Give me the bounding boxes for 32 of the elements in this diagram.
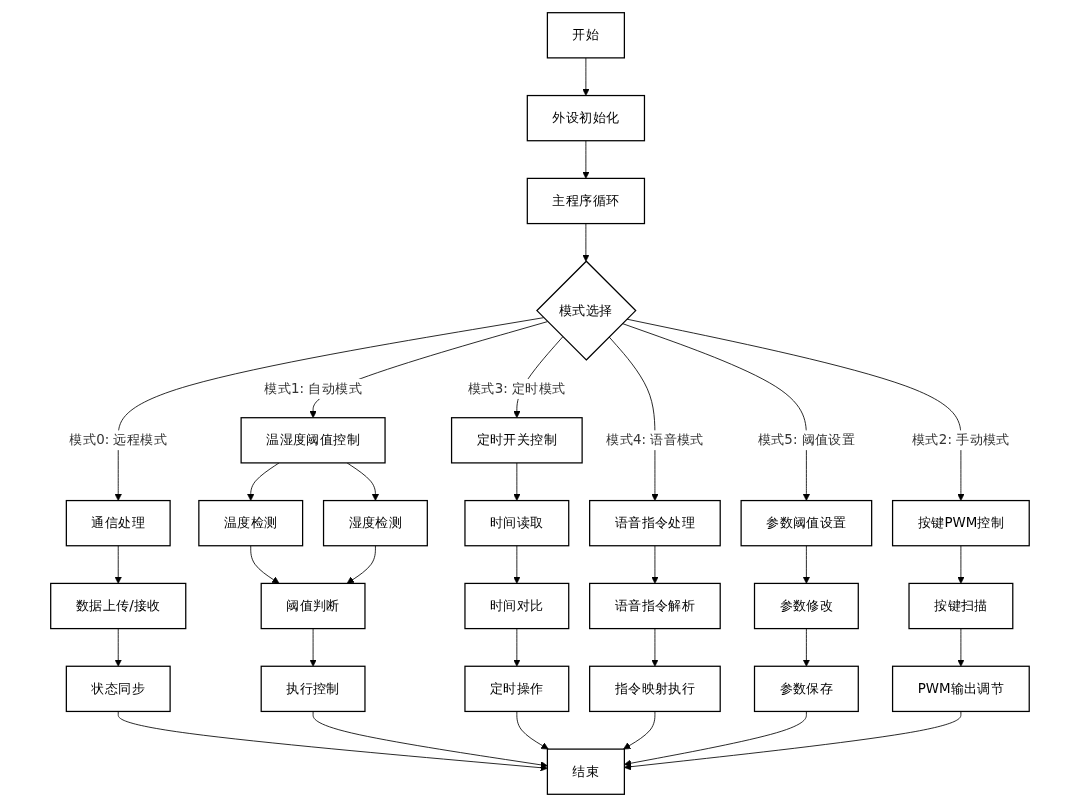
node-box: PWM输出调节 (892, 665, 1030, 713)
node-box: 外设初始化 (526, 94, 646, 142)
edge-label: 模式3: 定时模式 (468, 380, 566, 397)
edge-label: 模式2: 手动模式 (912, 431, 1010, 448)
node-box: 定时开关控制 (451, 417, 583, 464)
edge-label: 模式0: 远程模式 (69, 431, 168, 448)
edge-label: 模式1: 自动模式 (264, 380, 362, 397)
node-box: 湿度检测 (322, 499, 428, 547)
node-box: 阈值判断 (260, 582, 366, 630)
node-box: 状态同步 (65, 665, 171, 713)
node-box: 执行控制 (260, 665, 366, 713)
node-box: 开始 (546, 12, 626, 59)
node-box: 按键PWM控制 (892, 499, 1030, 547)
node-box: 参数修改 (753, 582, 859, 630)
node-box: 主程序循环 (526, 177, 646, 225)
node-box: 参数阈值设置 (740, 499, 873, 547)
node-box: 通信处理 (65, 499, 171, 547)
edge-label: 模式5: 阈值设置 (757, 431, 856, 448)
node-box: 数据上传/接收 (50, 582, 187, 630)
node-box: 语音指令解析 (589, 582, 721, 630)
edge-label: 模式4: 语音模式 (606, 431, 704, 448)
node-box: 结束 (546, 748, 626, 795)
node-box: 按键扫描 (908, 582, 1014, 630)
node-box: 指令映射执行 (589, 665, 721, 713)
node-box: 定时操作 (464, 665, 570, 713)
node-box: 温度检测 (198, 499, 304, 547)
node-diamond: 模式选择 (536, 260, 637, 361)
node-box: 时间对比 (464, 582, 570, 630)
node-box: 时间读取 (464, 499, 570, 547)
node-box: 语音指令处理 (589, 499, 721, 547)
node-box: 参数保存 (753, 665, 859, 713)
node-box: 温湿度阈值控制 (240, 417, 386, 464)
